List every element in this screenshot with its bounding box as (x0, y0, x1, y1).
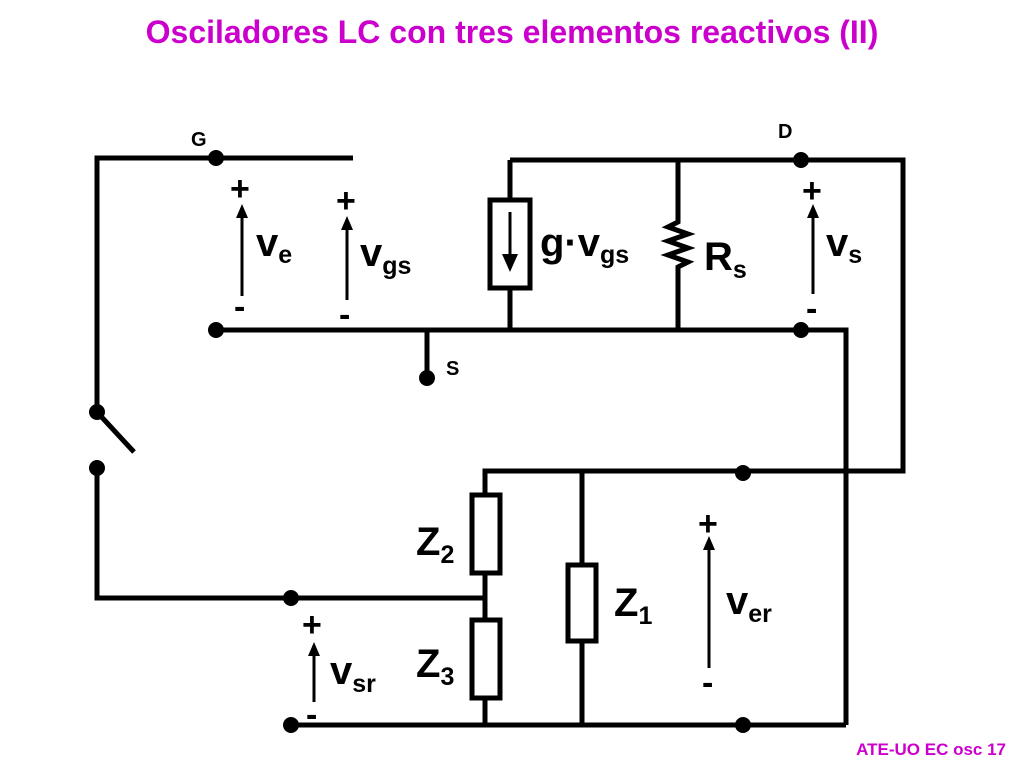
slide-footer: ATE-UO EC osc 17 (856, 740, 1006, 759)
switch-contact-bottom (89, 460, 105, 476)
label-vgs: vgs (360, 231, 411, 280)
terminal-drain-return (793, 322, 809, 338)
terminal-ver-minus (735, 717, 751, 733)
sign-vsr-minus: - (306, 696, 317, 734)
sign-ver-plus: + (698, 505, 718, 543)
node-label-drain: D (778, 121, 792, 143)
label-rs: Rs (704, 235, 747, 284)
label-ve: ve (256, 221, 292, 269)
current-source-body (487, 197, 533, 291)
resistor-rs (660, 160, 696, 330)
arrow-ver (703, 536, 715, 668)
sign-vgs-plus: + (336, 182, 356, 220)
node-label-gate: G (191, 129, 207, 151)
arrow-vgs (341, 216, 353, 300)
label-ver: ver (726, 579, 772, 628)
current-source-arrow-head (502, 254, 518, 272)
label-z2: Z2 (416, 520, 454, 569)
sign-ve-minus: - (234, 288, 245, 326)
arrow-vs (807, 204, 819, 294)
wire-source-line (216, 327, 849, 725)
sign-ve-plus: + (230, 170, 250, 208)
label-vsr: vsr (330, 649, 376, 698)
label-vs: vs (826, 221, 862, 269)
impedance-z2 (469, 492, 503, 576)
wire-midpoint-return (94, 468, 485, 601)
terminal-ver-plus (735, 465, 751, 481)
terminal-gate-return (208, 322, 224, 338)
slide-title: Osciladores LC con tres elementos reacti… (145, 14, 879, 50)
terminal-vsr-minus (283, 717, 299, 733)
terminal-vsr-plus (283, 590, 299, 606)
switch-blade (95, 410, 136, 454)
wire-drain-feedback (482, 157, 906, 495)
label-z1: Z1 (614, 581, 652, 630)
terminal-source (419, 370, 435, 386)
sign-vs-minus: - (806, 290, 817, 328)
sign-vgs-minus: - (339, 296, 350, 334)
wire-gate-feedback (94, 155, 353, 412)
terminal-gate (208, 150, 224, 166)
sign-vsr-plus: + (302, 606, 322, 644)
label-current-source: g·vgs (540, 221, 629, 269)
impedance-z3 (469, 617, 503, 701)
terminal-drain (793, 152, 809, 168)
arrow-ve (236, 204, 248, 296)
sign-vs-plus: + (802, 172, 822, 210)
sign-ver-minus: - (702, 664, 713, 702)
label-z3: Z3 (416, 642, 454, 691)
arrow-vsr (308, 642, 320, 702)
impedance-z1 (565, 562, 599, 644)
node-label-source: S (446, 358, 459, 380)
